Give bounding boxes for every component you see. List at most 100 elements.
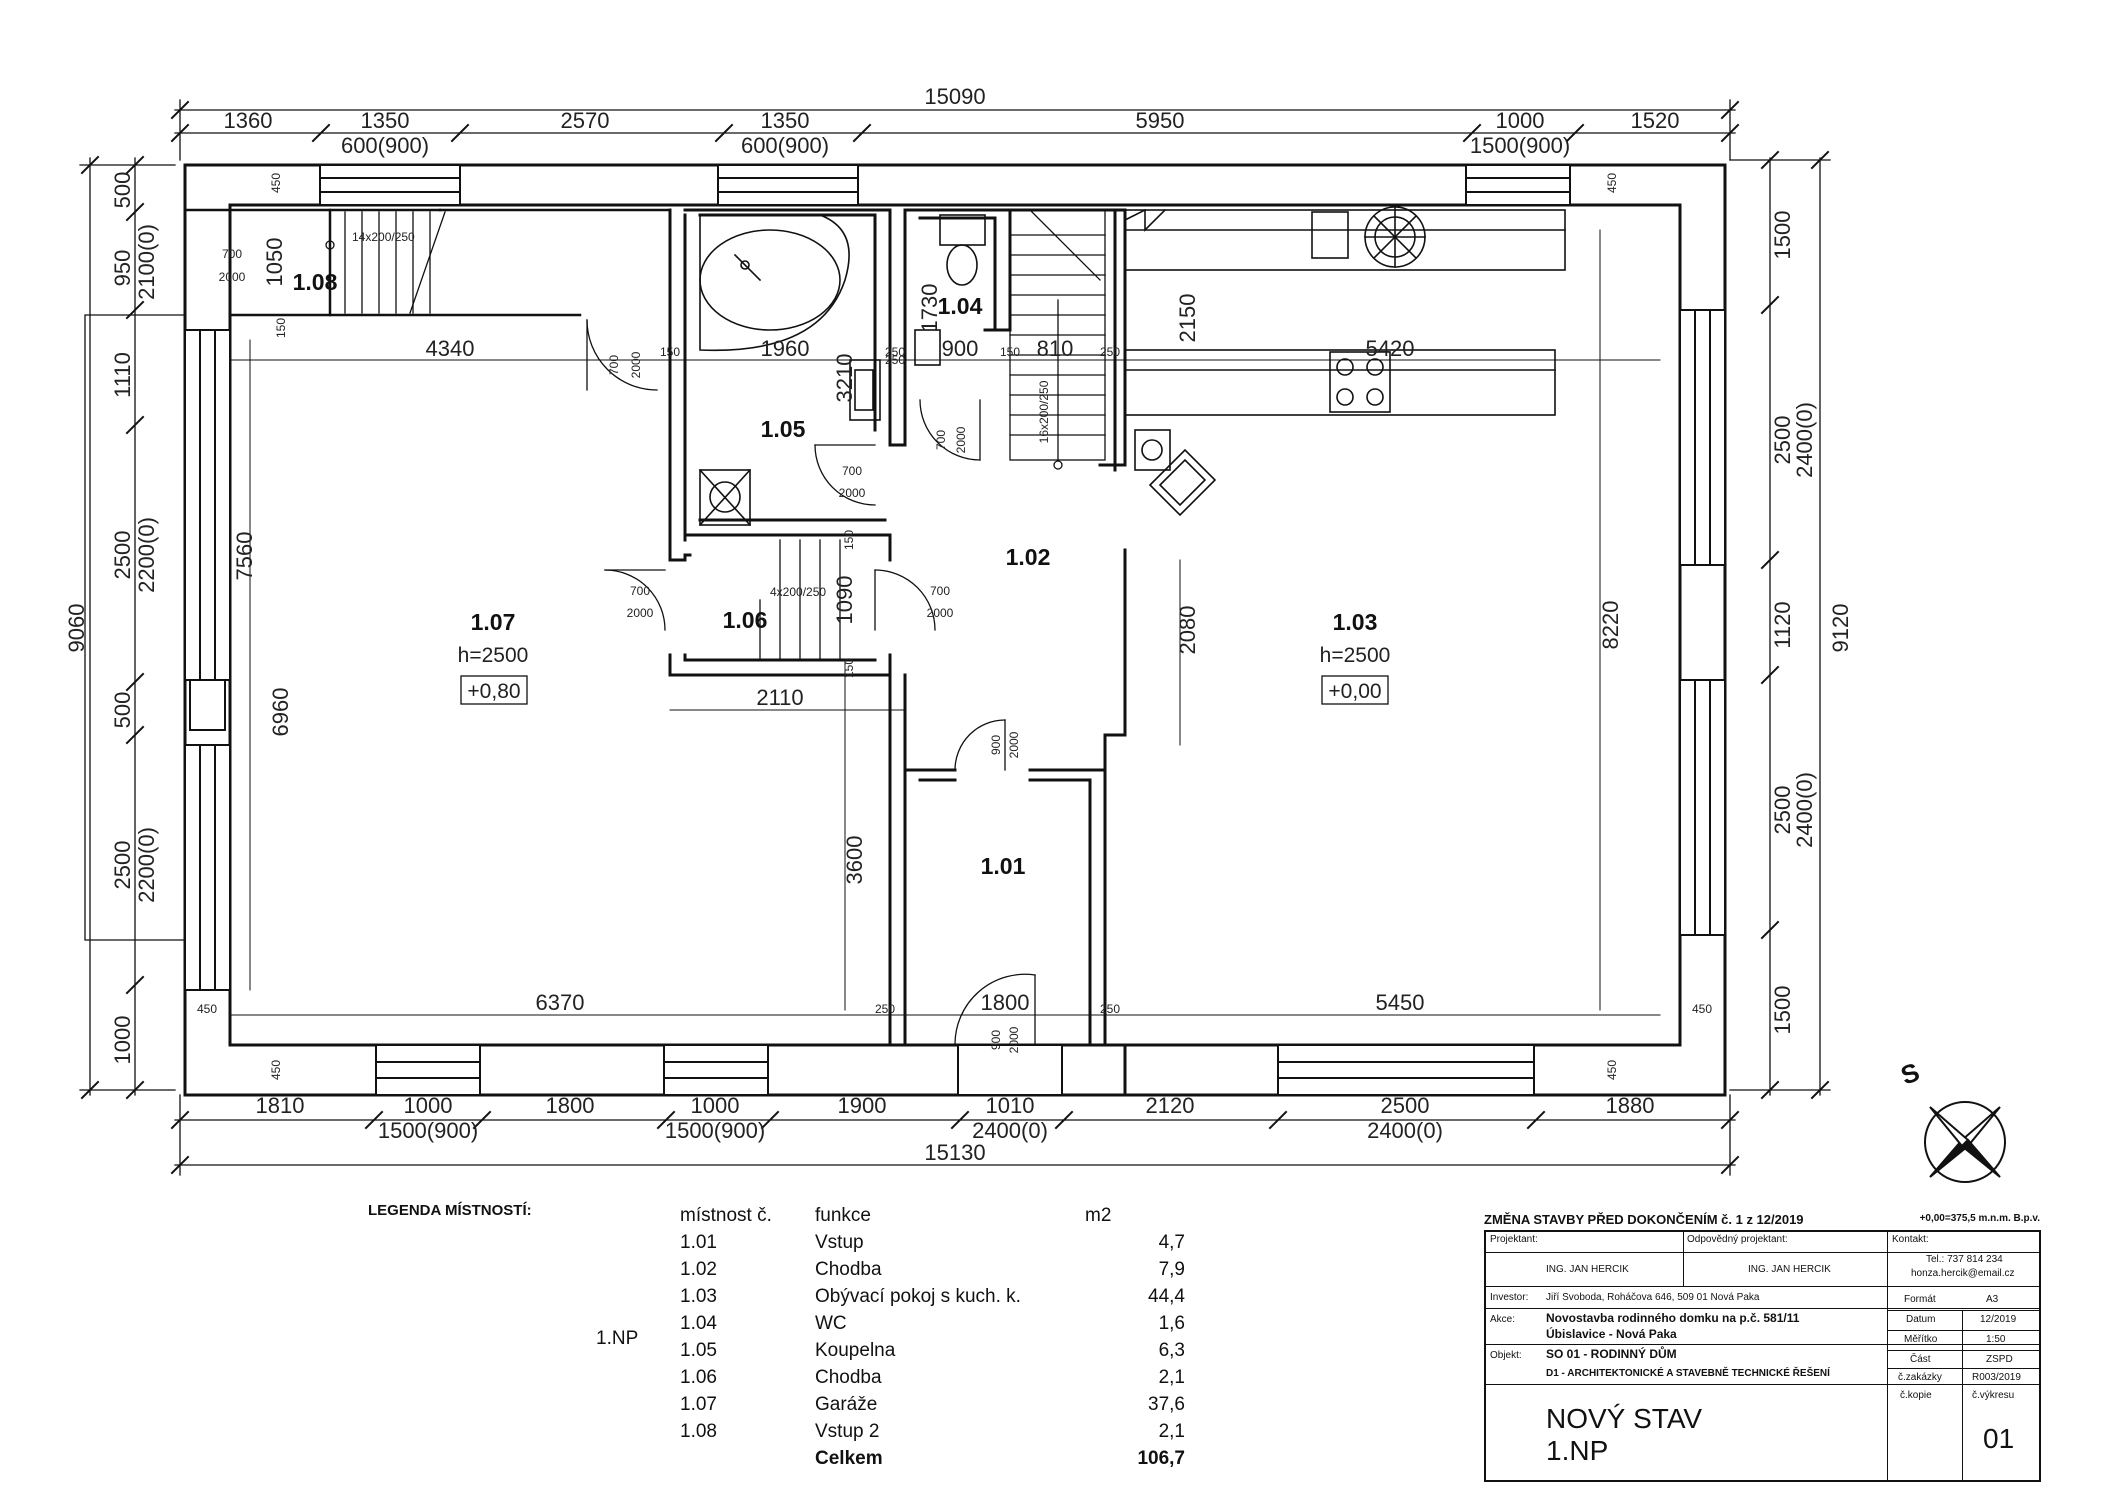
door-height: 2000 — [629, 351, 643, 378]
main-staircase — [1009, 209, 1106, 470]
legend-room-area: 2,1 — [1158, 1366, 1185, 1388]
top-windows — [319, 164, 1571, 206]
bottom-windows — [375, 1044, 1535, 1096]
bottom-dim: 1000 — [691, 1093, 740, 1118]
top-dim: 1520 — [1631, 108, 1680, 133]
window-dim: 2400(0) — [1792, 402, 1817, 478]
interior-dim: 2110 — [756, 685, 803, 710]
legend-room-area: 4,7 — [1158, 1231, 1185, 1253]
title-block: ZMĚNA STAVBY PŘED DOKONČENÍM č. 1 z 12/2… — [1484, 1212, 2041, 1482]
kontakt-label: Kontakt: — [1892, 1234, 1929, 1245]
vykres-value: 01 — [1983, 1423, 2015, 1454]
vykres-label: č.výkresu — [1972, 1390, 2015, 1401]
window-dim: 1500(900) — [378, 1118, 478, 1143]
legend-header-row: místnost č. funkce m2 — [680, 1202, 1185, 1229]
right-dim: 2500 — [1770, 416, 1795, 465]
projektant-label: Projektant: — [1490, 1234, 1538, 1245]
window-dim: 2400(0) — [1367, 1118, 1443, 1143]
dining-chairs — [1134, 429, 1217, 517]
interior-dim: 810 — [1037, 336, 1074, 361]
top-dim: 5950 — [1136, 108, 1185, 133]
door-height: 2000 — [954, 426, 968, 453]
interior-dim: 150 — [842, 658, 856, 678]
legend-room-no: 1.08 — [680, 1420, 717, 1442]
door-height: 2000 — [219, 270, 246, 284]
akce-label: Akce: — [1490, 1314, 1516, 1325]
left-dim: 500 — [110, 172, 135, 209]
overall-right-dim: 9120 — [1828, 604, 1853, 653]
floor-plan-drawing: 15090 1360 1350 2570 1350 5950 1000 1520… — [64, 84, 2006, 1183]
interior-dim: 3210 — [832, 354, 857, 403]
left-dim: 2500 — [110, 531, 135, 580]
window-dim: 2200(0) — [134, 517, 159, 593]
window-dim: 2400(0) — [1792, 772, 1817, 848]
legend-row: 1.08 Vstup 2 2,1 — [680, 1418, 1185, 1445]
door-labels: 700 2000 700 2000 700 2000 700 2000 700 … — [219, 247, 1021, 1053]
room-label-1-07: 1.07 — [471, 609, 516, 635]
door-width: 700 — [934, 430, 948, 450]
kitchen-counters — [1123, 206, 1566, 416]
legend-header: místnost č. — [680, 1204, 772, 1226]
legend-row: 1.03 Obývací pokoj s kuch. k. 44,4 — [680, 1283, 1185, 1310]
window-dim: 2200(0) — [134, 827, 159, 903]
bottom-dim: 1010 — [986, 1093, 1035, 1118]
stair-1-06 — [759, 539, 841, 661]
top-dimension-lines — [170, 99, 1740, 161]
left-dim: 2500 — [110, 841, 135, 890]
room-height-1-07: h=2500 — [458, 644, 529, 667]
door-label: 700 2000 — [219, 247, 246, 284]
legend-room-function: Chodba — [815, 1366, 882, 1388]
bottom-dimension-lines — [170, 1094, 1740, 1176]
door-label: 700 2000 — [934, 426, 968, 453]
bottom-dim: 1900 — [838, 1093, 887, 1118]
north-arrow — [1924, 1101, 2006, 1183]
kontakt-email: honza.hercik@email.cz — [1911, 1268, 2015, 1279]
legend-row: 1.01 Vstup 4,7 — [680, 1229, 1185, 1256]
meritko-label: Měřítko — [1904, 1334, 1938, 1345]
cast-value: ZSPD — [1986, 1354, 2013, 1365]
legend-room-function: Vstup 2 — [815, 1420, 880, 1442]
akce-line2: Úbislavice - Nová Paka — [1546, 1327, 1677, 1341]
stair-1-08 — [325, 211, 446, 314]
titleblock-frame: Projektant: ING. JAN HERCIK Odpovědný pr… — [1484, 1230, 2041, 1482]
interior-dim: 6370 — [536, 990, 585, 1015]
legend-floor: 1.NP — [596, 1328, 639, 1349]
wc-fixtures — [914, 214, 986, 366]
objekt-label: Objekt: — [1490, 1350, 1522, 1361]
room-legend: LEGENDA MÍSTNOSTÍ: 1.NP místnost č. funk… — [360, 1200, 1220, 1490]
stair-label: 16x200/250 — [1037, 380, 1051, 443]
interior-dim: 1050 — [262, 238, 287, 287]
right-dimension-lines — [1729, 150, 1831, 1100]
legend-room-no: 1.01 — [680, 1231, 717, 1253]
interior-dim: 5420 — [1366, 336, 1415, 361]
format-value: A3 — [1986, 1294, 1999, 1305]
door-width: 900 — [989, 1030, 1003, 1050]
door-height: 2000 — [927, 606, 954, 620]
top-dim: 1350 — [761, 108, 810, 133]
window-dim: 2100(0) — [134, 224, 159, 300]
legend-room-function: WC — [815, 1312, 847, 1334]
interior-dim: 250 — [1100, 1002, 1120, 1016]
overall-top-dim: 15090 — [924, 84, 985, 109]
legend-room-function: Obývací pokoj s kuch. k. — [815, 1285, 1021, 1307]
interior-dim: 5450 — [1376, 990, 1425, 1015]
left-dim: 500 — [110, 692, 135, 729]
objekt-line1: SO 01 - RODINNÝ DŮM — [1546, 1347, 1677, 1361]
kontakt-phone: Tel.: 737 814 234 — [1926, 1254, 2003, 1265]
right-dimension-texts: 9120 1500 2500 1120 2500 1500 2400(0) 24… — [1770, 211, 1853, 1035]
stair-label: 14x200/250 — [352, 230, 415, 244]
interior-dim: 3600 — [842, 836, 867, 885]
window-dim: 1500(900) — [665, 1118, 765, 1143]
legend-room-function: Koupelna — [815, 1339, 896, 1361]
room-labels: 1.01 1.02 1.03 1.04 1.05 1.06 1.07 1.08 … — [293, 269, 1391, 879]
left-dim: 1110 — [110, 352, 135, 398]
interior-dim: 4340 — [426, 336, 475, 361]
interior-dim: 1730 — [917, 284, 942, 333]
door-height: 2000 — [839, 486, 866, 500]
meritko-value: 1:50 — [1986, 1334, 2006, 1345]
room-label-1-02: 1.02 — [1006, 544, 1051, 570]
door-height: 2000 — [1007, 1026, 1021, 1053]
bottom-dim: 1000 — [404, 1093, 453, 1118]
legend-room-area: 1,6 — [1158, 1312, 1185, 1334]
interior-dim: 450 — [269, 173, 283, 193]
